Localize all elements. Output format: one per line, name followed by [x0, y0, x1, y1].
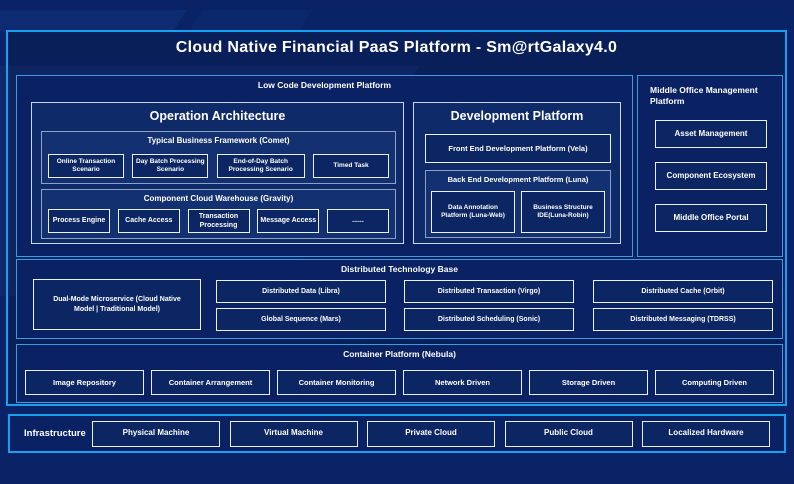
section-infrastructure: Infrastructure Physical Machine Virtual … — [8, 414, 786, 453]
section-label: Container Platform (Nebula) — [343, 349, 456, 359]
chip-storage-driven: Storage Driven — [529, 370, 648, 395]
chip-virtual-machine: Virtual Machine — [229, 420, 358, 447]
chip-public-cloud: Public Cloud — [504, 420, 633, 447]
chip-row: Data Annotation Platform (Luna-Web) Busi… — [426, 191, 610, 233]
chip-row: Physical Machine Virtual Machine Private… — [92, 416, 770, 451]
section-label: Infrastructure — [24, 428, 86, 439]
chip-cache-access: Cache Access — [117, 209, 180, 233]
section-container-platform-nebula: Container Platform (Nebula) Image Reposi… — [16, 344, 783, 403]
chip-ellipsis: ...... — [327, 209, 389, 233]
subframe-label: Back End Development Platform (Luna) — [447, 175, 589, 184]
chip-timed-task: Timed Task — [312, 154, 389, 178]
box-operation-architecture: Operation Architecture Typical Business … — [31, 102, 404, 244]
subframe-label: Typical Business Framework (Comet) — [147, 136, 290, 145]
section-label: Distributed Technology Base — [341, 264, 458, 274]
chip-end-of-day-batch-processing-scenario: End-of-Day Batch Processing Scenario — [216, 154, 305, 178]
section-middle-office-management-platform: Middle Office Management Platform Asset … — [637, 75, 783, 257]
chip-asset-management: Asset Management — [655, 120, 767, 148]
chip-distributed-messaging-tdrss: Distributed Messaging (TDRSS) — [593, 308, 773, 331]
chip-distributed-transaction-virgo: Distributed Transaction (Virgo) — [404, 280, 574, 303]
chip-transaction-processing: Transaction Processing — [187, 209, 250, 233]
chip-day-batch-processing-scenario: Day Batch Processing Scenario — [132, 154, 209, 178]
chip-network-driven: Network Driven — [403, 370, 522, 395]
chip-private-cloud: Private Cloud — [367, 420, 495, 447]
chip-container-arrangement: Container Arrangement — [151, 370, 270, 395]
subframe-back-end-development-platform-luna: Back End Development Platform (Luna) Dat… — [425, 170, 611, 238]
chip-physical-machine: Physical Machine — [92, 420, 220, 447]
box-development-platform: Development Platform Front End Developme… — [413, 102, 621, 244]
chip-front-end-development-platform-vela: Front End Development Platform (Vela) — [425, 134, 611, 163]
chip-row: Process Engine Cache Access Transaction … — [42, 209, 395, 233]
section-label: Low Code Development Platform — [257, 80, 392, 90]
section-distributed-technology-base: Distributed Technology Base Dual-Mode Mi… — [16, 259, 783, 339]
chip-container-monitoring: Container Monitoring — [277, 370, 396, 395]
chip-business-structure-ide-luna-robin: Business Structure IDE(Luna-Robin) — [521, 191, 605, 233]
main-frame: Cloud Native Financial PaaS Platform - S… — [0, 30, 787, 406]
chip-computing-driven: Computing Driven — [655, 370, 774, 395]
chip-dual-mode-microservice: Dual-Mode Microservice (Cloud Native Mod… — [33, 279, 201, 330]
chip-distributed-data-libra: Distributed Data (Libra) — [216, 280, 386, 303]
page-title: Cloud Native Financial PaaS Platform - S… — [175, 39, 618, 56]
subframe-label: Component Cloud Warehouse (Gravity) — [143, 194, 294, 203]
chip-row: Image Repository Container Arrangement C… — [17, 370, 782, 395]
chip-distributed-scheduling-sonic: Distributed Scheduling (Sonic) — [404, 308, 574, 331]
chip-image-repository: Image Repository — [25, 370, 144, 395]
chip-message-access: Message Access — [257, 209, 320, 233]
chip-data-annotation-platform-luna-web: Data Annotation Platform (Luna-Web) — [431, 191, 515, 233]
section-label: Middle Office Management Platform — [650, 85, 758, 107]
chip-middle-office-portal: Middle Office Portal — [655, 204, 767, 232]
section-low-code-development-platform: Low Code Development Platform Operation … — [16, 75, 633, 257]
box-title: Operation Architecture — [149, 109, 286, 123]
chip-online-transaction-scenario: Online Transaction Scenario — [48, 154, 124, 178]
chip-process-engine: Process Engine — [48, 209, 110, 233]
chip-localized-hardware: Localized Hardware — [642, 420, 770, 447]
background-streak — [0, 10, 187, 31]
subframe-component-cloud-warehouse: Component Cloud Warehouse (Gravity) Proc… — [41, 189, 396, 239]
background-streak — [189, 10, 313, 31]
box-title: Development Platform — [450, 109, 584, 123]
subframe-typical-business-framework: Typical Business Framework (Comet) Onlin… — [41, 131, 396, 184]
chip-distributed-cache-orbit: Distributed Cache (Orbit) — [593, 280, 773, 303]
chip-global-sequence-mars: Global Sequence (Mars) — [216, 308, 386, 331]
chip-row: Online Transaction Scenario Day Batch Pr… — [42, 154, 395, 178]
chip-component-ecosystem: Component Ecosystem — [655, 162, 767, 190]
